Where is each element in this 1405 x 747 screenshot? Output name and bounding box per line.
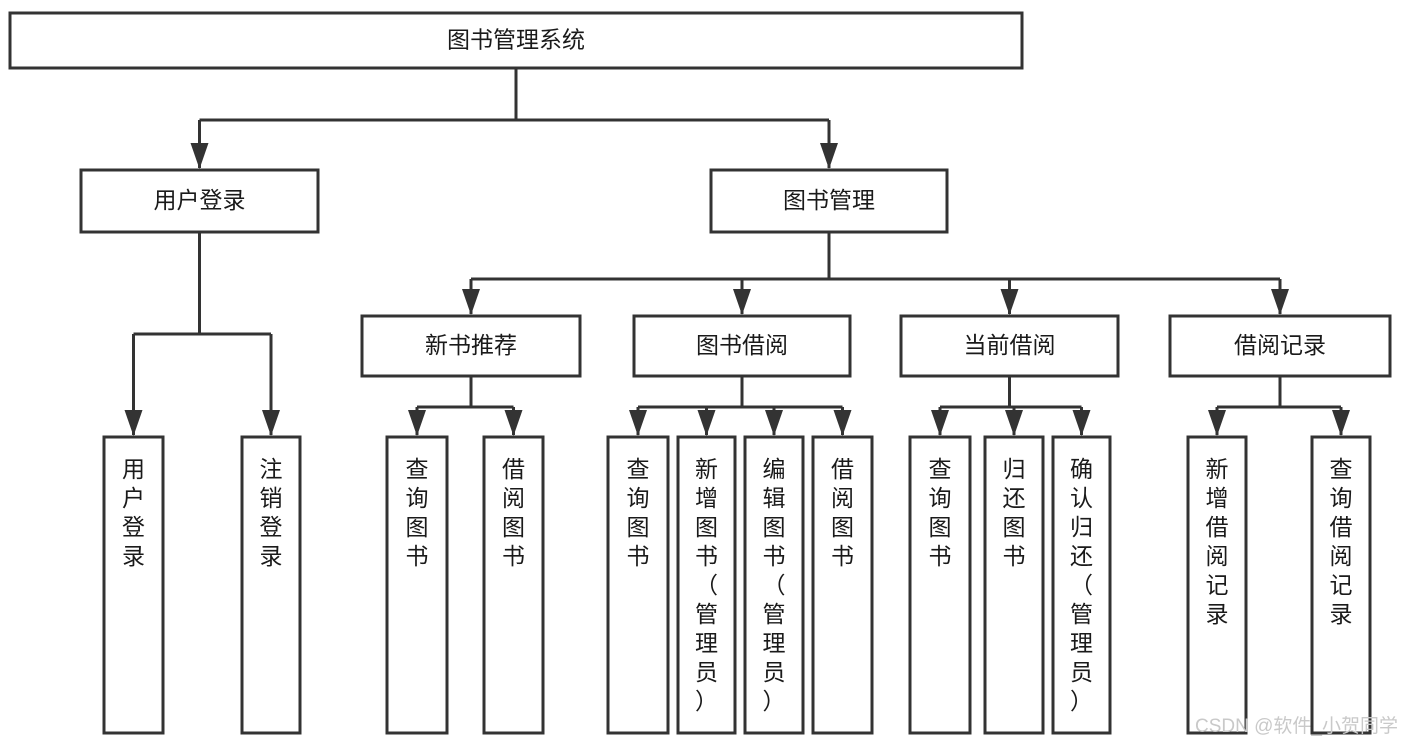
node-label: 查询图书 — [929, 456, 952, 569]
node-l3-新书推荐[interactable]: 新书推荐 — [360, 314, 582, 378]
node-leaf-图书借阅-借阅图书[interactable]: 借阅图书 — [811, 435, 874, 735]
node-leaf-图书借阅-新增图书（管理员）[interactable]: 新增图书（管理员） — [676, 435, 737, 735]
node-leaf-新书推荐-借阅图书[interactable]: 借阅图书 — [482, 435, 545, 735]
node-leaf-图书借阅-编辑图书（管理员）[interactable]: 编辑图书（管理员） — [743, 435, 805, 735]
node-leaf-图书借阅-查询图书[interactable]: 查询图书 — [606, 435, 670, 735]
node-label: 新书推荐 — [425, 332, 517, 358]
csdn-watermark: CSDN @软件_小贺同学 — [1195, 715, 1398, 737]
node-leaf-借阅记录-新增借阅记录[interactable]: 新增借阅记录 — [1186, 435, 1248, 735]
node-leaf-当前借阅-确认归还（管理员）[interactable]: 确认归还（管理员） — [1051, 435, 1112, 735]
node-leaf-借阅记录-查询借阅记录[interactable]: 查询借阅记录 — [1310, 435, 1372, 735]
node-label: 编辑图书（管理员） — [763, 456, 786, 714]
node-l2-图书管理[interactable]: 图书管理 — [709, 168, 949, 234]
node-label: 新增图书（管理员） — [695, 456, 718, 714]
node-label: 注销登录 — [260, 456, 283, 569]
node-label: 查询借阅记录 — [1330, 456, 1353, 627]
node-leaf-新书推荐-查询图书[interactable]: 查询图书 — [385, 435, 449, 735]
node-label: 查询图书 — [627, 456, 650, 569]
node-leaf-当前借阅-归还图书[interactable]: 归还图书 — [983, 435, 1045, 735]
node-l3-借阅记录[interactable]: 借阅记录 — [1168, 314, 1392, 378]
node-root-图书管理系统[interactable]: 图书管理系统 — [8, 11, 1024, 70]
node-label: 图书管理系统 — [447, 27, 585, 53]
node-label: 图书管理 — [783, 187, 875, 213]
node-label: 新增借阅记录 — [1206, 456, 1229, 627]
node-label: 借阅图书 — [502, 456, 525, 569]
node-label: 当前借阅 — [964, 332, 1056, 358]
node-label: 图书借阅 — [696, 332, 788, 358]
connector-layer — [124, 68, 1350, 436]
node-layer: 图书管理系统用户登录图书管理新书推荐图书借阅当前借阅借阅记录用户登录注销登录查询… — [8, 11, 1392, 735]
node-label: 确认归还（管理员） — [1070, 456, 1093, 714]
node-label: 归还图书 — [1003, 456, 1026, 569]
node-leaf-用户登录-用户登录[interactable]: 用户登录 — [102, 435, 165, 735]
node-l2-用户登录[interactable]: 用户登录 — [79, 168, 320, 234]
node-l3-图书借阅[interactable]: 图书借阅 — [632, 314, 852, 378]
node-label: 查询图书 — [406, 456, 429, 569]
node-label: 用户登录 — [154, 187, 246, 213]
node-leaf-用户登录-注销登录[interactable]: 注销登录 — [240, 435, 302, 735]
node-label: 借阅图书 — [831, 456, 854, 569]
node-label: 借阅记录 — [1234, 332, 1326, 358]
node-leaf-当前借阅-查询图书[interactable]: 查询图书 — [908, 435, 972, 735]
node-label: 用户登录 — [122, 456, 145, 569]
node-l3-当前借阅[interactable]: 当前借阅 — [899, 314, 1120, 378]
